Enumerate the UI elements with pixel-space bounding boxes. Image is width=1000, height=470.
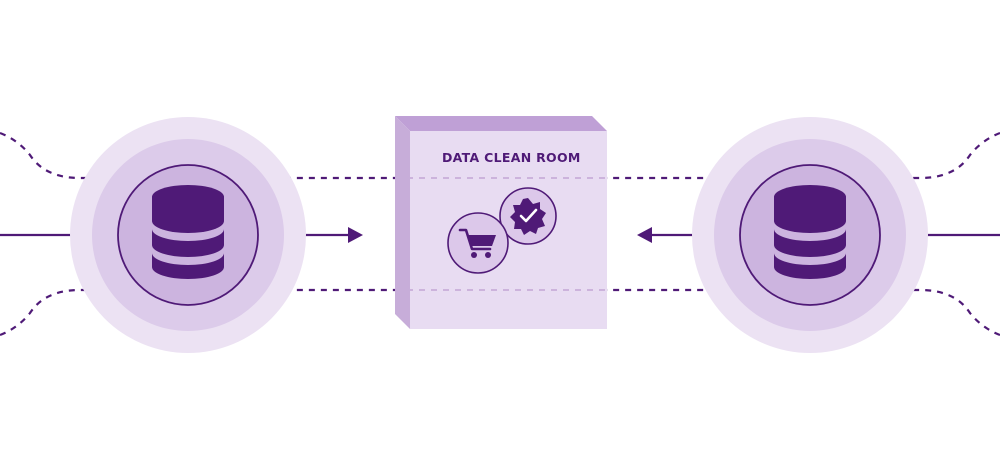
left-dashed-lower-line: [0, 288, 395, 337]
shopping-cart-icon: [458, 228, 496, 258]
right-dashed-upper-line: [605, 131, 1000, 180]
right-arrow-head: [637, 227, 652, 243]
left-dashed-upper-line: [0, 131, 395, 180]
box-title: DATA CLEAN ROOM: [442, 150, 581, 165]
box-top-face: [395, 116, 607, 131]
verified-badge: [499, 187, 557, 245]
database-icon: [774, 185, 846, 279]
box-side-face: [395, 116, 410, 329]
verified-badge-icon: [510, 198, 546, 235]
right-dashed-lower-line: [605, 288, 1000, 337]
right-database-node: [692, 117, 928, 353]
left-arrow-head: [348, 227, 363, 243]
data-clean-room-box: DATA CLEAN ROOM: [395, 116, 607, 329]
database-icon: [152, 185, 224, 279]
shopping-cart-badge: [447, 212, 509, 274]
left-database-node: [70, 117, 306, 353]
